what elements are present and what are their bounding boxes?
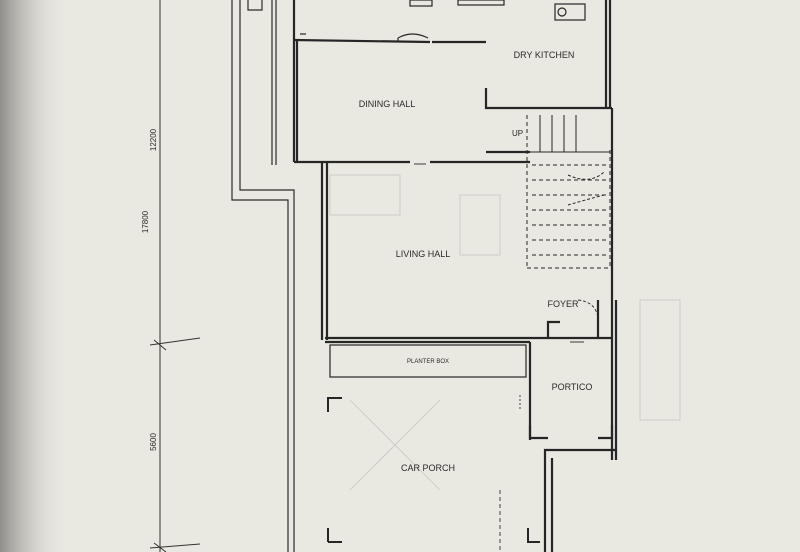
kitchen-fixtures bbox=[300, 0, 586, 42]
dimension-line bbox=[149, 0, 201, 552]
room-label-foyer: FOYER bbox=[547, 299, 579, 309]
room-label-portico: PORTICO bbox=[552, 382, 593, 392]
bleed-through-lines bbox=[329, 174, 681, 491]
room-label-living-hall: LIVING HALL bbox=[396, 249, 451, 259]
boundary-wall bbox=[231, 0, 295, 552]
porch-columns bbox=[327, 397, 540, 543]
door-swings bbox=[414, 163, 599, 343]
staircase bbox=[526, 115, 611, 269]
dimension-label-overall: 17800 bbox=[141, 210, 150, 233]
dimension-label-upper: 12200 bbox=[149, 128, 158, 151]
binding-shadow bbox=[0, 0, 70, 552]
room-label-dry-kitchen: DRY KITCHEN bbox=[514, 50, 575, 60]
porch-markings bbox=[499, 395, 521, 552]
dimension-label-lower: 5600 bbox=[149, 433, 158, 451]
planter-box bbox=[329, 344, 527, 378]
room-label-planter-box: PLANTER BOX bbox=[407, 359, 449, 365]
house-walls bbox=[292, 0, 618, 552]
room-label-car-porch: CAR PORCH bbox=[401, 463, 455, 473]
stair-up-label: UP bbox=[512, 129, 523, 138]
room-label-dining-hall: DINING HALL bbox=[359, 99, 416, 109]
